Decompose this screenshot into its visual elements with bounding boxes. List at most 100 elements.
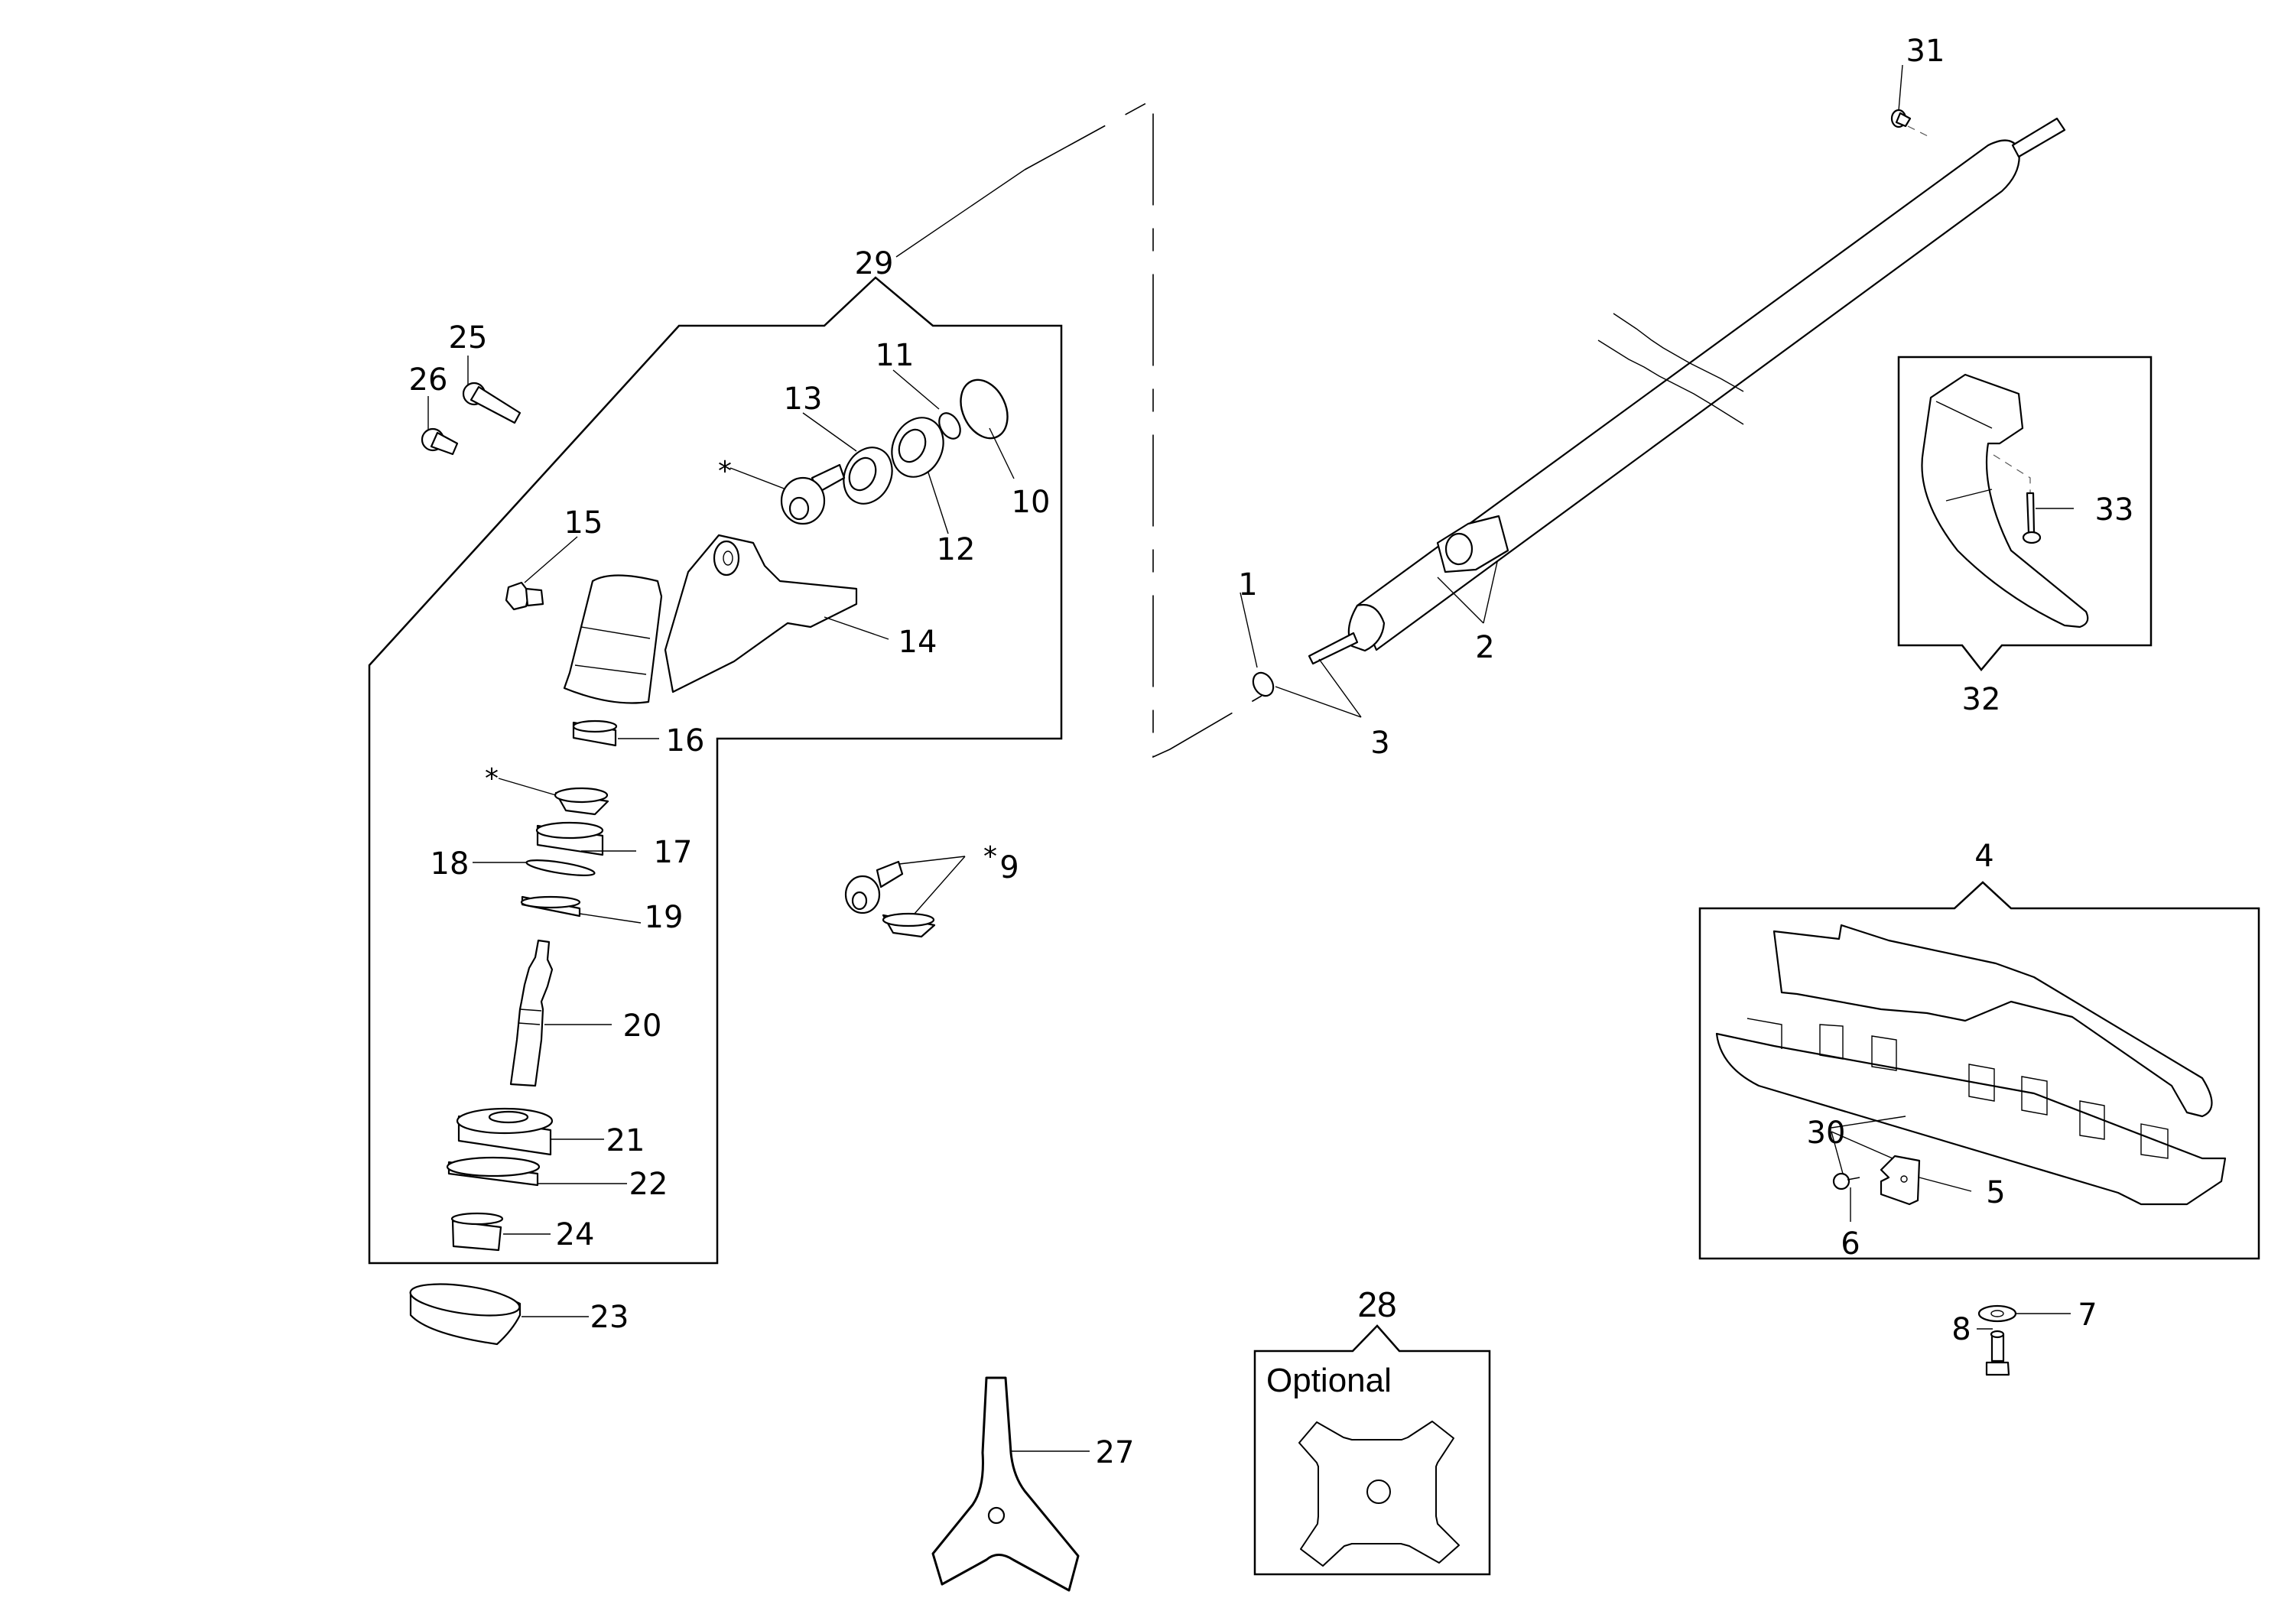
- bolt-icon: [2026, 492, 2036, 534]
- optional-blade-outline: [1253, 1324, 1491, 1576]
- asterisk-marker: *: [983, 841, 997, 872]
- bushing-icon: [844, 860, 904, 914]
- callout-12: 12: [937, 532, 976, 567]
- thrust-washer-icon: [520, 895, 581, 918]
- guard-assembly-outline: [1698, 881, 2260, 1260]
- leader-29: [895, 169, 1025, 258]
- callout-24: 24: [556, 1217, 595, 1252]
- handle-assembly-group: 32 33: [1897, 356, 2153, 717]
- callout-7: 7: [2078, 1298, 2097, 1333]
- bolt-icon: [421, 427, 459, 456]
- spline-shaft-icon: [509, 939, 554, 1087]
- guard-top-plate: [1772, 924, 2213, 1118]
- part-22-seal: 22: [446, 1156, 668, 1202]
- part-31-screw: 31: [1890, 34, 1945, 138]
- handle-assembly-outline: [1897, 356, 2153, 671]
- washer-icon: [525, 859, 596, 876]
- callout-25: 25: [449, 320, 488, 356]
- gearbox-assembly-group: 29: [368, 98, 1262, 1265]
- circlip-icon: [938, 412, 961, 440]
- asterisk-marker: *: [718, 456, 732, 487]
- drive-tube: [1356, 139, 2020, 651]
- callout-17: 17: [654, 835, 693, 870]
- callout-19: 19: [645, 900, 684, 935]
- optional-blade-group: 28 Optional: [1253, 1285, 1491, 1576]
- part-3-shaft: 3: [1275, 658, 1390, 761]
- sleeve-icon: [572, 719, 618, 747]
- flange-nut-icon: [450, 1212, 504, 1252]
- callout-32: 32: [1962, 682, 2001, 717]
- bearing-icon: [535, 821, 604, 856]
- callout-31: 31: [1906, 34, 1945, 69]
- callout-3: 3: [1370, 726, 1389, 761]
- part-5-blade-clip: 5: [1880, 1155, 2006, 1210]
- part-19-washer: 19: [520, 895, 684, 935]
- callout-13: 13: [784, 382, 823, 417]
- part-12-bearing: 12: [891, 417, 976, 567]
- blade-arbor-hole: [1366, 1479, 1391, 1504]
- part-10-snap-ring: 10: [960, 378, 1050, 520]
- part-16-bushing: 16: [572, 719, 705, 758]
- part-7-washer: 7: [1977, 1298, 2097, 1333]
- gearbox-assembly-outline: [368, 276, 1063, 1265]
- part-2-bushing: 2: [1437, 561, 1498, 665]
- callout-14: 14: [898, 625, 937, 660]
- part-27-blade: 27: [931, 1376, 1134, 1592]
- callout-21: 21: [606, 1123, 645, 1158]
- callout-23: 23: [590, 1300, 629, 1335]
- screw-icon: [1890, 109, 1912, 128]
- callout-18: 18: [431, 846, 470, 882]
- guard-assembly-group: 4 30 5 6: [1698, 839, 2260, 1262]
- callout-5: 5: [1986, 1175, 2005, 1210]
- front-handle-icon: [1921, 373, 2089, 628]
- tube-break-mark: [1613, 313, 1744, 392]
- callout-9: 9: [999, 850, 1019, 885]
- star-washer-icon: [1252, 671, 1275, 697]
- spline-shaft-top: [2011, 117, 2066, 158]
- callout-16: 16: [666, 723, 705, 758]
- bolt-icon: [1990, 1333, 2005, 1363]
- three-tooth-blade-icon: [931, 1376, 1080, 1592]
- part-17-bearing: 17: [535, 821, 693, 870]
- washer-icon: [1977, 1304, 2017, 1323]
- part-23-cup: 23: [409, 1283, 629, 1346]
- callout-26: 26: [409, 362, 448, 398]
- oil-seal-icon: [446, 1156, 541, 1187]
- grass-guard-icon: [1715, 924, 2227, 1206]
- ground-cup-icon: [409, 1283, 522, 1346]
- spline-shaft-end: [1308, 632, 1359, 665]
- callout-22: 22: [629, 1167, 668, 1202]
- part-8-bolt: 8: [1951, 1312, 2010, 1376]
- part-18-washer: 18: [431, 846, 596, 882]
- shaft-link-dashed-line: [1024, 98, 1262, 758]
- callout-28: 28: [1357, 1285, 1396, 1324]
- callout-11: 11: [876, 338, 915, 373]
- bearing-housing-icon: [456, 1107, 554, 1156]
- part-13-bearing: 13: [784, 382, 893, 505]
- part-6-screw: 6: [1832, 1172, 1860, 1262]
- part-9-bushing-set: * 9: [844, 841, 1019, 938]
- callout-29: 29: [855, 246, 894, 281]
- part-30-kit: 30: [1807, 1116, 1906, 1174]
- optional-label: Optional: [1266, 1362, 1392, 1399]
- bolt-icon: [462, 382, 522, 424]
- gear-housing-icon: [563, 534, 858, 704]
- screw-icon: [1832, 1172, 1850, 1190]
- part-20-spindle: 20: [509, 939, 661, 1087]
- part-21-bearing-housing: 21: [456, 1107, 645, 1158]
- blade-arbor-hole: [987, 1506, 1006, 1525]
- part-1-washer: 1: [1238, 567, 1275, 697]
- part-asterisk-bushing-top: *: [718, 456, 846, 525]
- callout-30: 30: [1807, 1116, 1846, 1151]
- bearing-icon: [843, 447, 893, 505]
- bushing-icon: [780, 463, 846, 525]
- part-11-circlip: 11: [876, 338, 961, 440]
- callout-4: 4: [1974, 839, 1993, 874]
- part-33-bolt: 33: [1993, 454, 2133, 544]
- part-24-nut: 24: [450, 1212, 595, 1252]
- line-cutter-icon: [1880, 1155, 1921, 1206]
- callout-15: 15: [564, 505, 603, 541]
- cone-bushing-icon: [882, 912, 936, 938]
- cone-bushing-icon: [554, 787, 609, 816]
